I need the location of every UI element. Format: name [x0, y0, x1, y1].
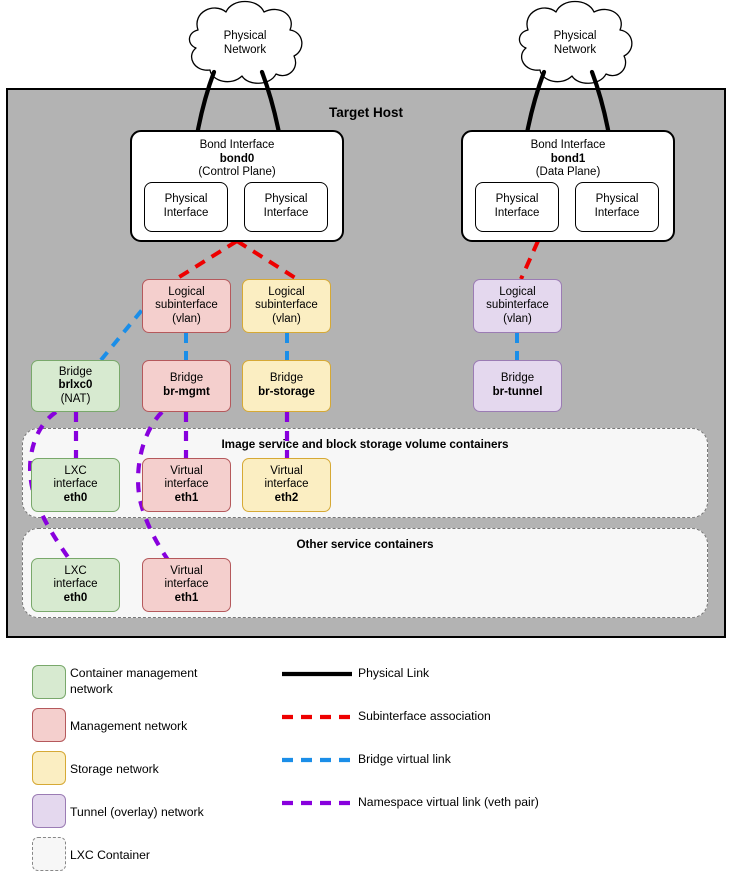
pif-line1: Physical: [495, 193, 539, 206]
bond-name: bond0: [219, 152, 255, 165]
bridge-line1: Bridge: [269, 372, 304, 385]
legend: Container management network Management …: [0, 648, 732, 871]
virtual-interface-eth1-other-services[interactable]: Virtual interface eth1: [142, 558, 231, 612]
legend-label-lxc-container: LXC Container: [70, 848, 150, 862]
bridge-br-tunnel[interactable]: Bridge br-tunnel: [473, 360, 562, 412]
bond-plane: (Data Plane): [535, 166, 601, 179]
virtual-interface-eth1-image-storage[interactable]: Virtual interface eth1: [142, 458, 231, 512]
legend-label-namespace-virtual-link: Namespace virtual link (veth pair): [358, 795, 539, 809]
pif-line2: Interface: [594, 207, 640, 219]
cloud-left-label: Physical Network: [190, 22, 300, 66]
bridge-brlxc0[interactable]: Bridge brlxc0 (NAT): [31, 360, 120, 412]
bridge-br-storage[interactable]: Bridge br-storage: [242, 360, 331, 412]
physical-interface-bond1-2[interactable]: Physical Interface: [575, 182, 659, 232]
iface-line1: Virtual: [170, 464, 203, 477]
legend-swatch-storage: [32, 751, 66, 785]
iface-line2: interface: [164, 578, 209, 591]
legend-label-subinterface-association: Subinterface association: [358, 709, 491, 723]
iface-line1: LXC: [64, 464, 87, 477]
subif-line2: subinterface: [486, 299, 549, 312]
iface-name: eth2: [274, 491, 299, 504]
legend-swatch-lxc-container: [32, 837, 66, 871]
pif-line2: Interface: [494, 207, 540, 219]
subif-line2: subinterface: [155, 299, 218, 312]
bridge-name: br-storage: [258, 386, 315, 398]
legend-swatch-management: [32, 708, 66, 742]
physical-interface-bond1-1[interactable]: Physical Interface: [475, 182, 559, 232]
iface-name: eth0: [63, 491, 88, 504]
bond-title: Bond Interface: [199, 139, 275, 151]
legend-swatch-container-management: [32, 665, 66, 699]
iface-line2: interface: [264, 478, 309, 491]
cloud-label-line1: Physical: [223, 30, 267, 43]
iface-line1: Virtual: [270, 464, 303, 477]
iface-line2: interface: [164, 478, 209, 491]
bridge-name: br-mgmt: [163, 386, 210, 398]
bridge-line1: Bridge: [500, 372, 535, 385]
legend-label-management: Management network: [70, 719, 188, 733]
bridge-br-mgmt[interactable]: Bridge br-mgmt: [142, 360, 231, 412]
subif-line1: Logical: [499, 285, 536, 298]
bridge-line1: Bridge: [169, 372, 204, 385]
legend-label-physical-link: Physical Link: [358, 666, 430, 680]
bridge-line1: Bridge: [58, 365, 93, 378]
iface-line2: interface: [53, 478, 98, 491]
panel-title: Other service containers: [296, 538, 434, 551]
logical-subinterface-mgmt[interactable]: Logical subinterface (vlan): [142, 279, 231, 333]
subif-line3: (vlan): [272, 312, 301, 325]
cloud-label-line2: Network: [223, 44, 267, 56]
subif-line1: Logical: [168, 285, 205, 298]
subif-line2: subinterface: [255, 299, 318, 312]
bond-title: Bond Interface: [530, 139, 606, 151]
subif-line1: Logical: [268, 285, 305, 298]
page-title: Target Host: [328, 105, 403, 120]
iface-line1: Virtual: [170, 564, 203, 577]
iface-name: eth0: [63, 591, 88, 604]
legend-label-bridge-virtual-link: Bridge virtual link: [358, 752, 451, 766]
pif-line1: Physical: [264, 193, 308, 206]
legend-label-storage: Storage network: [70, 762, 159, 776]
physical-interface-bond0-1[interactable]: Physical Interface: [144, 182, 228, 232]
bridge-line3: (NAT): [60, 392, 91, 405]
logical-subinterface-tunnel[interactable]: Logical subinterface (vlan): [473, 279, 562, 333]
physical-interface-bond0-2[interactable]: Physical Interface: [244, 182, 328, 232]
legend-label-container-management: Container management network: [70, 666, 198, 697]
legend-label-tunnel: Tunnel (overlay) network: [70, 805, 204, 819]
lxc-panel-other-services: Other service containers: [22, 528, 708, 618]
bond-plane: (Control Plane): [198, 166, 276, 179]
lxc-panel-image-storage: Image service and block storage volume c…: [22, 428, 708, 518]
virtual-interface-eth2-image-storage[interactable]: Virtual interface eth2: [242, 458, 331, 512]
iface-line2: interface: [53, 578, 98, 591]
cloud-right-label: Physical Network: [520, 22, 630, 66]
bridge-name: br-tunnel: [492, 386, 543, 398]
iface-name: eth1: [174, 491, 199, 504]
logical-subinterface-storage[interactable]: Logical subinterface (vlan): [242, 279, 331, 333]
subif-line3: (vlan): [503, 312, 532, 325]
pif-line1: Physical: [595, 193, 639, 206]
legend-swatch-tunnel: [32, 794, 66, 828]
cloud-label-line2: Network: [553, 44, 597, 56]
cloud-label-line1: Physical: [553, 30, 597, 43]
lxc-interface-eth0-image-storage[interactable]: LXC interface eth0: [31, 458, 120, 512]
pif-line2: Interface: [163, 207, 209, 219]
subif-line3: (vlan): [172, 312, 201, 325]
iface-name: eth1: [174, 591, 199, 604]
iface-line1: LXC: [64, 564, 87, 577]
bond-name: bond1: [550, 152, 586, 165]
lxc-interface-eth0-other-services[interactable]: LXC interface eth0: [31, 558, 120, 612]
bridge-name: brlxc0: [58, 379, 93, 392]
pif-line1: Physical: [164, 193, 208, 206]
pif-line2: Interface: [263, 207, 309, 219]
panel-title: Image service and block storage volume c…: [221, 438, 509, 451]
